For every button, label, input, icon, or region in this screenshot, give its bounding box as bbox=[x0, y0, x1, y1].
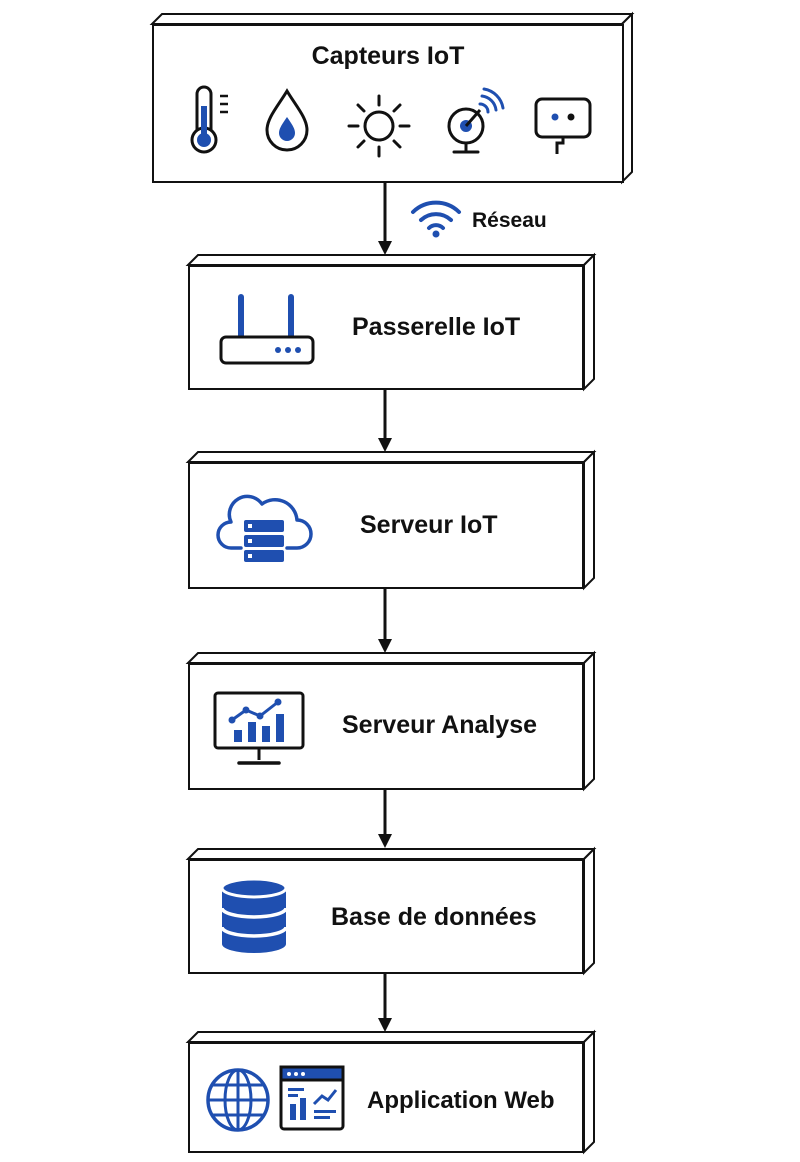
node-box-gateway bbox=[188, 265, 584, 390]
node-label-iot-server: Serveur IoT bbox=[360, 511, 498, 539]
connector-arrow bbox=[378, 390, 392, 452]
connector-arrow bbox=[378, 183, 392, 255]
satellite-dish-icon bbox=[447, 87, 505, 154]
water-drop-icon bbox=[265, 88, 309, 152]
globe-icon bbox=[206, 1068, 270, 1132]
wifi-icon bbox=[411, 200, 461, 238]
router-icon bbox=[219, 294, 315, 365]
sun-icon bbox=[347, 94, 411, 158]
sensors-title: Capteurs IoT bbox=[311, 42, 465, 70]
smart-plug-icon bbox=[534, 97, 592, 154]
node-label-database: Base de données bbox=[331, 903, 537, 931]
connector-arrow bbox=[378, 974, 392, 1032]
dashboard-window-icon bbox=[279, 1065, 345, 1131]
network-label: Réseau bbox=[472, 209, 547, 232]
connector-arrow bbox=[378, 589, 392, 653]
node-label-web-app: Application Web bbox=[367, 1087, 555, 1114]
cloud-server-icon bbox=[216, 494, 313, 562]
connector-arrow bbox=[378, 790, 392, 848]
node-label-analytics-server: Serveur Analyse bbox=[342, 711, 538, 739]
node-label-gateway: Passerelle IoT bbox=[352, 313, 521, 341]
thermometer-icon bbox=[190, 85, 228, 154]
database-icon bbox=[220, 877, 288, 953]
analytics-monitor-icon bbox=[213, 691, 305, 765]
